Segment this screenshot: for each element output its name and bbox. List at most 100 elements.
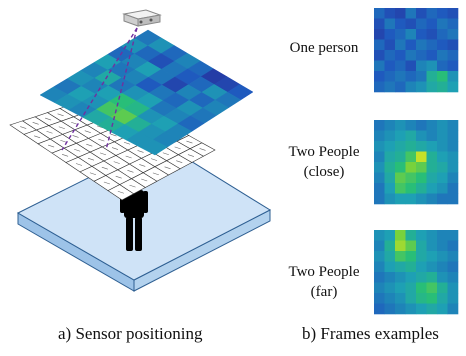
frame-pixel bbox=[426, 261, 438, 273]
frame-pixel bbox=[374, 162, 385, 173]
frame-pixel bbox=[395, 18, 406, 30]
frame-pixel bbox=[447, 50, 459, 61]
frame-pixel bbox=[374, 272, 385, 283]
frame-pixel bbox=[437, 71, 448, 82]
pixel-grid-mark bbox=[129, 184, 136, 188]
pixel-grid-mark bbox=[123, 141, 131, 145]
frame-pixel bbox=[426, 29, 438, 40]
frame-pixel bbox=[437, 162, 448, 173]
pixel-grid-mark bbox=[72, 135, 79, 138]
frame-pixel bbox=[384, 8, 396, 19]
frame-pixel bbox=[447, 162, 459, 173]
frame-pixel bbox=[447, 81, 459, 93]
frame-pixel bbox=[437, 130, 448, 142]
frame-pixel bbox=[437, 120, 448, 131]
frame-pixel bbox=[374, 303, 385, 315]
pixel-grid-mark bbox=[71, 121, 78, 125]
frame-pixel bbox=[405, 39, 417, 51]
pixel-grid-mark bbox=[103, 181, 110, 185]
frame-label-two-people-far: Two People (far) bbox=[276, 262, 372, 302]
frame-label-line: Two People bbox=[288, 144, 360, 160]
frame-pixel bbox=[416, 230, 427, 241]
frame-pixel bbox=[447, 130, 459, 142]
frame-pixel bbox=[374, 8, 385, 19]
frame-pixel bbox=[374, 141, 385, 152]
frame-pixel bbox=[405, 81, 417, 93]
frame-pixel bbox=[384, 303, 396, 315]
frame-pixel bbox=[447, 193, 459, 205]
frame-pixel bbox=[405, 50, 417, 61]
frame-pixel bbox=[437, 50, 448, 61]
pixel-grid-mark bbox=[125, 155, 132, 159]
frame-pixel bbox=[426, 183, 438, 194]
frame-pixel bbox=[437, 293, 448, 304]
frame-pixel bbox=[395, 183, 406, 194]
frame-pixel bbox=[374, 29, 385, 40]
frame-pixel bbox=[447, 120, 459, 131]
frame-pixel bbox=[384, 251, 396, 262]
frame-pixel bbox=[426, 141, 438, 152]
frame-pixel bbox=[395, 251, 406, 262]
frame-pixel bbox=[384, 130, 396, 142]
frame-pixel bbox=[447, 183, 459, 194]
frame-pixel bbox=[395, 261, 406, 273]
frame-pixel bbox=[405, 303, 417, 315]
frame-pixel bbox=[405, 183, 417, 194]
frame-pixel bbox=[395, 120, 406, 131]
frame-pixel bbox=[374, 120, 385, 131]
frame-pixel bbox=[426, 8, 438, 19]
frame-pixel bbox=[447, 172, 459, 184]
frame-pixel bbox=[395, 151, 406, 163]
frame-pixel bbox=[426, 162, 438, 173]
frame-pixel bbox=[426, 18, 438, 30]
frame-label-line: Two People bbox=[288, 264, 360, 280]
frame-pixel bbox=[437, 151, 448, 163]
frame-example-two-people-close bbox=[374, 120, 459, 205]
frame-pixel bbox=[405, 172, 417, 184]
pixel-grid-mark bbox=[98, 138, 105, 142]
frame-pixel bbox=[426, 303, 438, 315]
frame-pixel bbox=[384, 18, 396, 30]
pixel-grid-mark bbox=[48, 144, 55, 148]
frame-pixel bbox=[384, 81, 396, 93]
frame-pixel bbox=[384, 151, 396, 163]
frame-pixel bbox=[405, 261, 417, 273]
frame-pixel bbox=[416, 151, 427, 163]
frame-pixel bbox=[395, 293, 406, 304]
frame-pixel bbox=[447, 39, 459, 51]
pixel-grid-mark bbox=[101, 166, 108, 170]
pixel-grid-mark bbox=[61, 154, 69, 157]
frame-pixel bbox=[426, 282, 438, 294]
frame-pixel bbox=[437, 81, 448, 93]
frame-pixel bbox=[374, 193, 385, 205]
frame-pixel bbox=[374, 39, 385, 51]
frame-pixel bbox=[437, 141, 448, 152]
frame-pixel bbox=[447, 71, 459, 82]
frame-pixel bbox=[447, 18, 459, 30]
frame-pixel bbox=[416, 71, 427, 82]
pixel-grid-mark bbox=[46, 130, 53, 134]
pixel-grid-mark bbox=[127, 170, 134, 173]
frame-pixel bbox=[405, 8, 417, 19]
frame-pixel bbox=[405, 60, 417, 72]
frame-pixel bbox=[374, 71, 385, 82]
frame-label-two-people-close: Two People (close) bbox=[276, 142, 372, 182]
frame-pixel bbox=[437, 230, 448, 241]
pixel-grid-mark bbox=[87, 157, 95, 161]
frame-pixel bbox=[395, 81, 406, 93]
frame-pixel bbox=[384, 162, 396, 173]
frame-pixel bbox=[426, 130, 438, 142]
pixel-grid-mark bbox=[150, 158, 158, 161]
frame-pixel bbox=[374, 293, 385, 304]
frame-pixel bbox=[447, 230, 459, 241]
frame-pixel bbox=[447, 141, 459, 152]
pixel-grid-mark bbox=[186, 140, 193, 144]
frame-label-line: (close) bbox=[303, 164, 345, 180]
pixel-grid-mark bbox=[58, 126, 65, 130]
frame-pixel bbox=[374, 18, 385, 30]
frame-pixel bbox=[437, 8, 448, 19]
frame-pixel bbox=[395, 39, 406, 51]
frame-pixel bbox=[426, 71, 438, 82]
pixel-grid-mark bbox=[176, 160, 183, 163]
pixel-grid-mark bbox=[20, 126, 27, 129]
